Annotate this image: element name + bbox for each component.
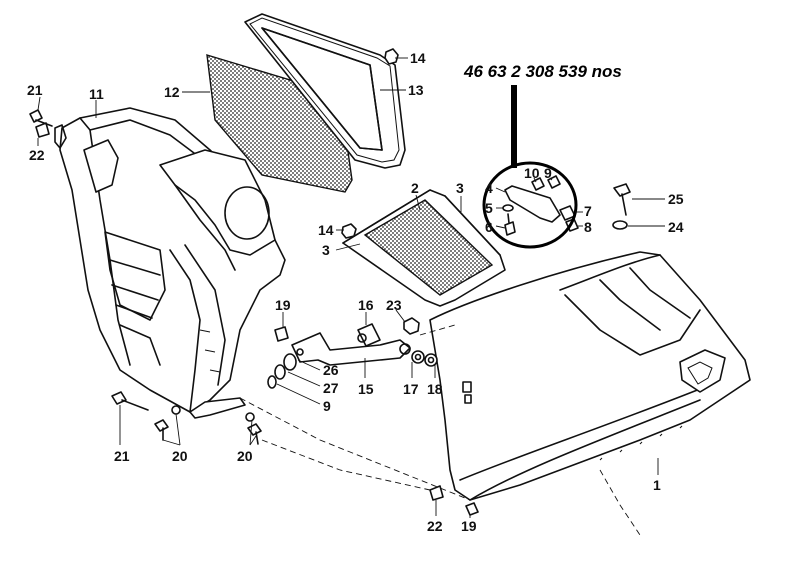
callout-3: 3 xyxy=(456,180,464,196)
callout-7: 7 xyxy=(584,203,592,219)
part-number-note: 46 63 2 308 539 nos xyxy=(463,62,622,81)
callout-21: 21 xyxy=(114,448,130,464)
callout-12: 12 xyxy=(164,84,180,100)
callout-5: 5 xyxy=(485,200,493,216)
lower-fairing-part xyxy=(429,251,751,501)
callout-6: 6 xyxy=(485,219,493,235)
bracket-part xyxy=(267,332,411,389)
callout-22: 22 xyxy=(427,518,443,534)
callout-20: 20 xyxy=(172,448,188,464)
callout-21: 21 xyxy=(27,82,43,98)
callout-11: 11 xyxy=(89,86,104,102)
callout-16: 16 xyxy=(358,297,374,313)
upper-fairing-part xyxy=(54,107,286,419)
callout-14: 14 xyxy=(410,50,426,66)
small-bracket-parts xyxy=(502,175,579,236)
callout-18: 18 xyxy=(427,381,443,397)
callout-19: 19 xyxy=(275,297,291,313)
callout-14: 14 xyxy=(318,222,334,238)
callout-20: 20 xyxy=(237,448,253,464)
assembly-dashed-lines xyxy=(239,324,641,536)
rubber-mount-part xyxy=(357,323,381,347)
callout-26: 26 xyxy=(323,362,339,378)
callout-24: 24 xyxy=(668,219,684,235)
callout-13: 13 xyxy=(408,82,424,98)
highlight-circle xyxy=(482,161,578,249)
callout-9: 9 xyxy=(544,165,552,181)
callout-4: 4 xyxy=(485,180,493,196)
callout-27: 27 xyxy=(323,380,339,396)
nut-parts xyxy=(341,48,438,367)
callout-15: 15 xyxy=(358,381,374,397)
callout-22: 22 xyxy=(29,147,45,163)
clip-parts xyxy=(35,122,479,516)
callout-23: 23 xyxy=(386,297,402,313)
callout-25: 25 xyxy=(668,191,684,207)
callout-17: 17 xyxy=(403,381,419,397)
callout-1: 1 xyxy=(653,477,661,493)
callout-2: 2 xyxy=(411,180,419,196)
screw-parts xyxy=(29,109,631,445)
callout-19: 19 xyxy=(461,518,477,534)
callout-10: 10 xyxy=(524,165,540,181)
leader-lines xyxy=(37,57,665,518)
callout-3: 3 xyxy=(322,242,330,258)
mesh-panel-part xyxy=(342,189,506,307)
callout-9: 9 xyxy=(323,398,331,414)
windscreen-frame-part xyxy=(244,13,406,169)
callout-8: 8 xyxy=(584,219,592,235)
